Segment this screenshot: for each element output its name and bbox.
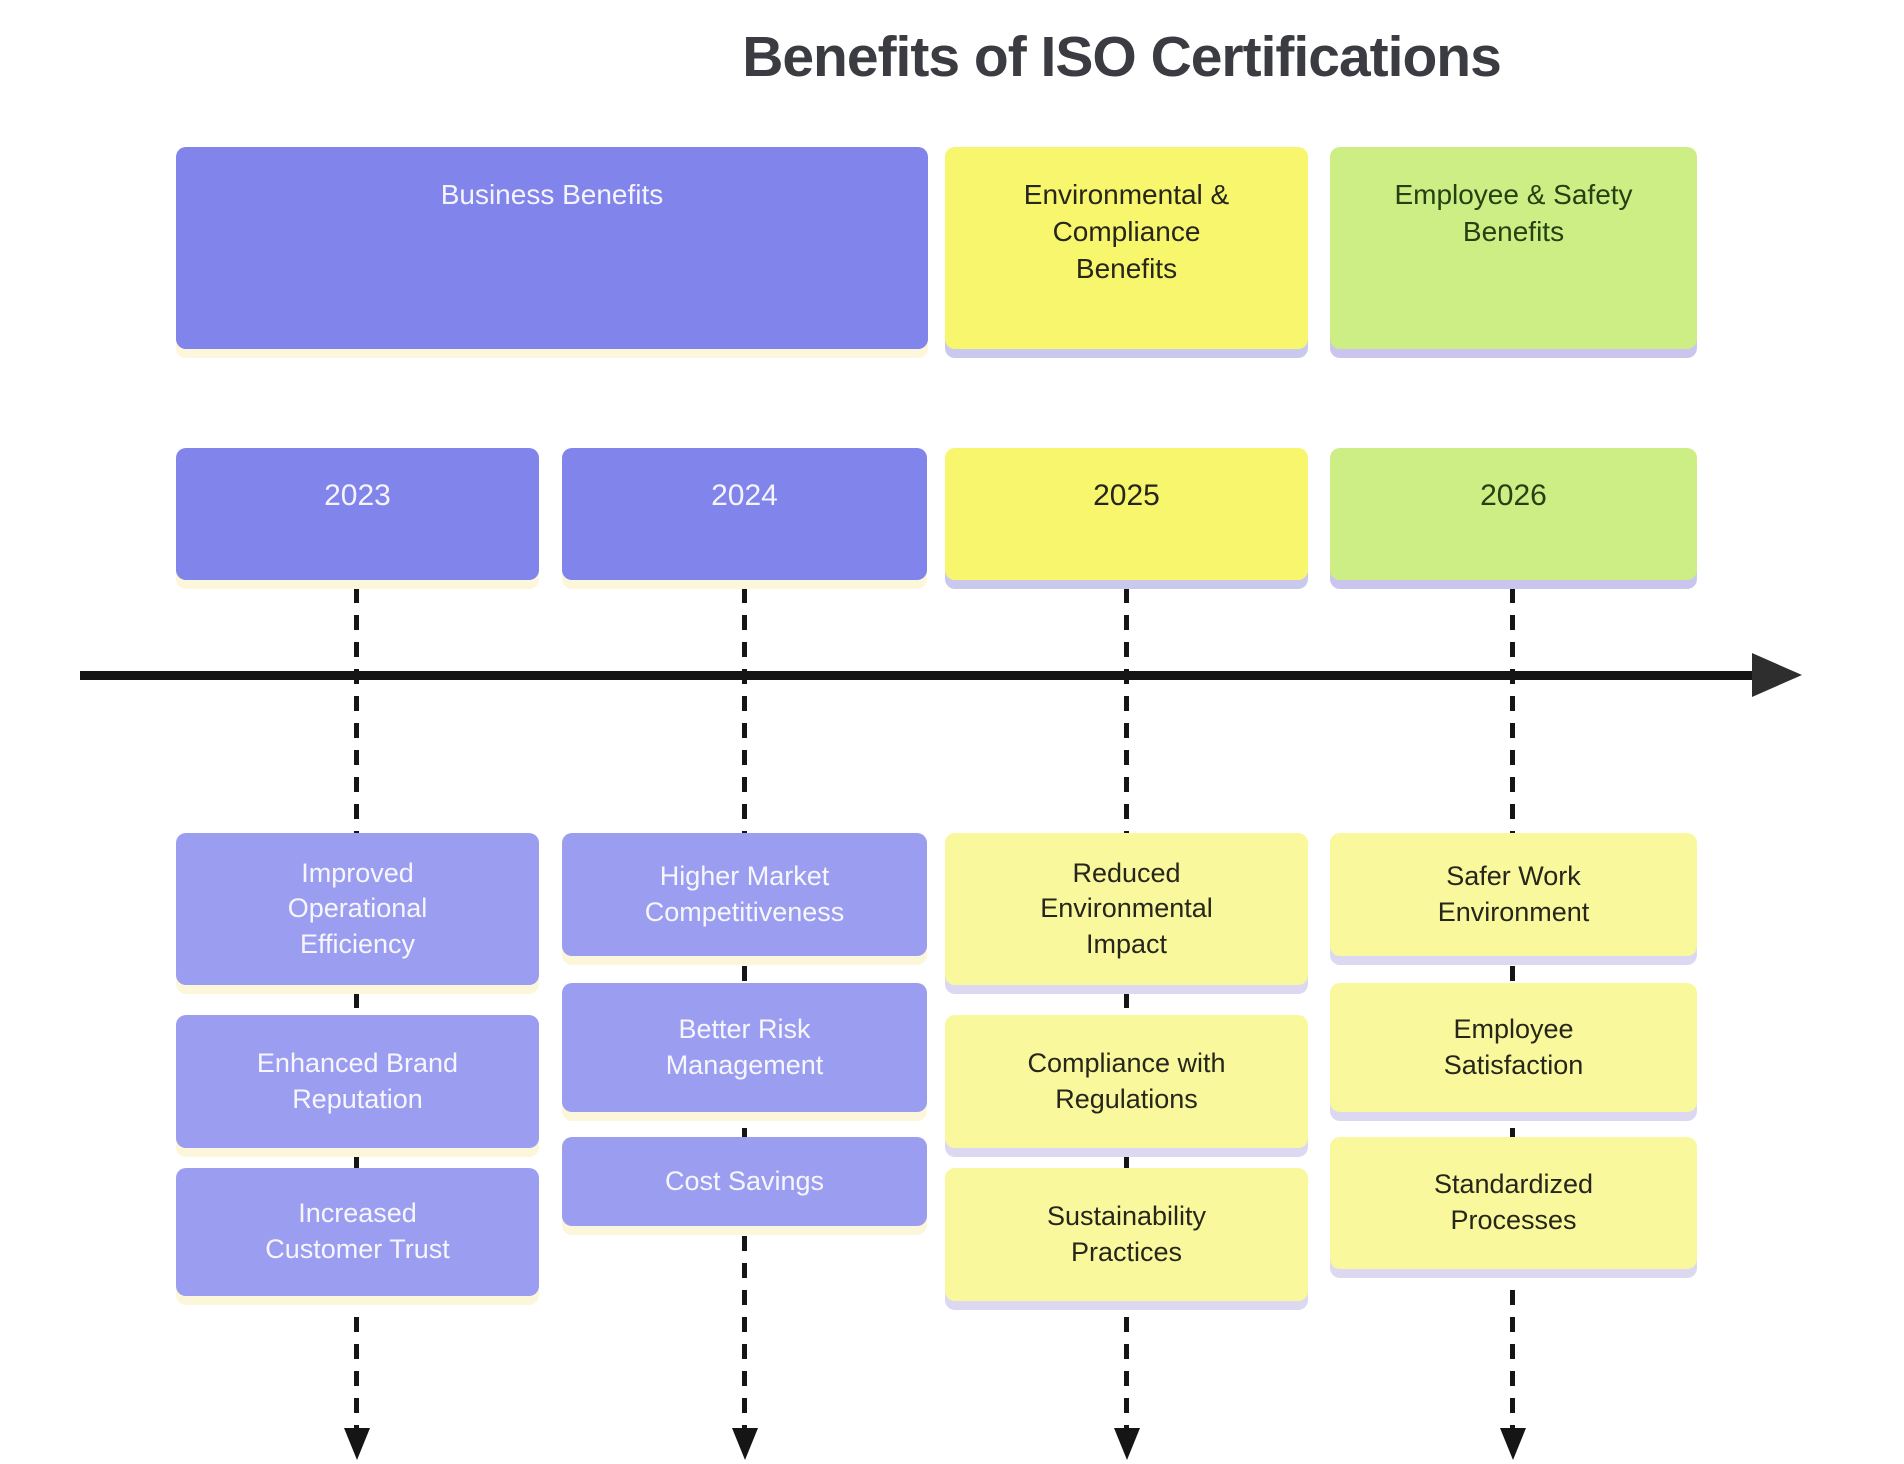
benefit-safer-work-environment: Safer Work Environment xyxy=(1330,833,1697,956)
year-2026: 2026 xyxy=(1330,448,1697,580)
year-2023: 2023 xyxy=(176,448,539,580)
category-business-benefits: Business Benefits xyxy=(176,147,928,349)
category-employee-safety-benefits: Employee & Safety Benefits xyxy=(1330,147,1697,349)
benefit-enhanced-brand-reputation: Enhanced Brand Reputation xyxy=(176,1015,539,1148)
benefit-standardized-processes: Standardized Processes xyxy=(1330,1137,1697,1269)
down-arrowhead-icon xyxy=(344,1428,370,1460)
dashed-connector-2025 xyxy=(1124,588,1129,1430)
benefit-compliance-with-regulations: Compliance with Regulations xyxy=(945,1015,1308,1148)
page-title: Benefits of ISO Certifications xyxy=(742,25,1502,89)
benefit-improved-operational-efficiency: Improved Operational Efficiency xyxy=(176,833,539,985)
benefit-better-risk-management: Better Risk Management xyxy=(562,983,927,1112)
down-arrowhead-icon xyxy=(1114,1428,1140,1460)
benefit-reduced-environmental-impact: Reduced Environmental Impact xyxy=(945,833,1308,985)
dashed-connector-2023 xyxy=(354,588,359,1430)
benefit-cost-savings: Cost Savings xyxy=(562,1137,927,1226)
benefit-sustainability-practices: Sustainability Practices xyxy=(945,1168,1308,1301)
benefit-increased-customer-trust: Increased Customer Trust xyxy=(176,1168,539,1296)
timeline-axis xyxy=(80,671,1756,680)
year-2024: 2024 xyxy=(562,448,927,580)
category-environmental-compliance-benefits: Environmental & Compliance Benefits xyxy=(945,147,1308,349)
benefit-higher-market-competitiveness: Higher Market Competitiveness xyxy=(562,833,927,956)
benefit-employee-satisfaction: Employee Satisfaction xyxy=(1330,983,1697,1112)
down-arrowhead-icon xyxy=(1500,1428,1526,1460)
year-2025: 2025 xyxy=(945,448,1308,580)
down-arrowhead-icon xyxy=(732,1428,758,1460)
timeline-arrowhead-icon xyxy=(1752,653,1802,697)
